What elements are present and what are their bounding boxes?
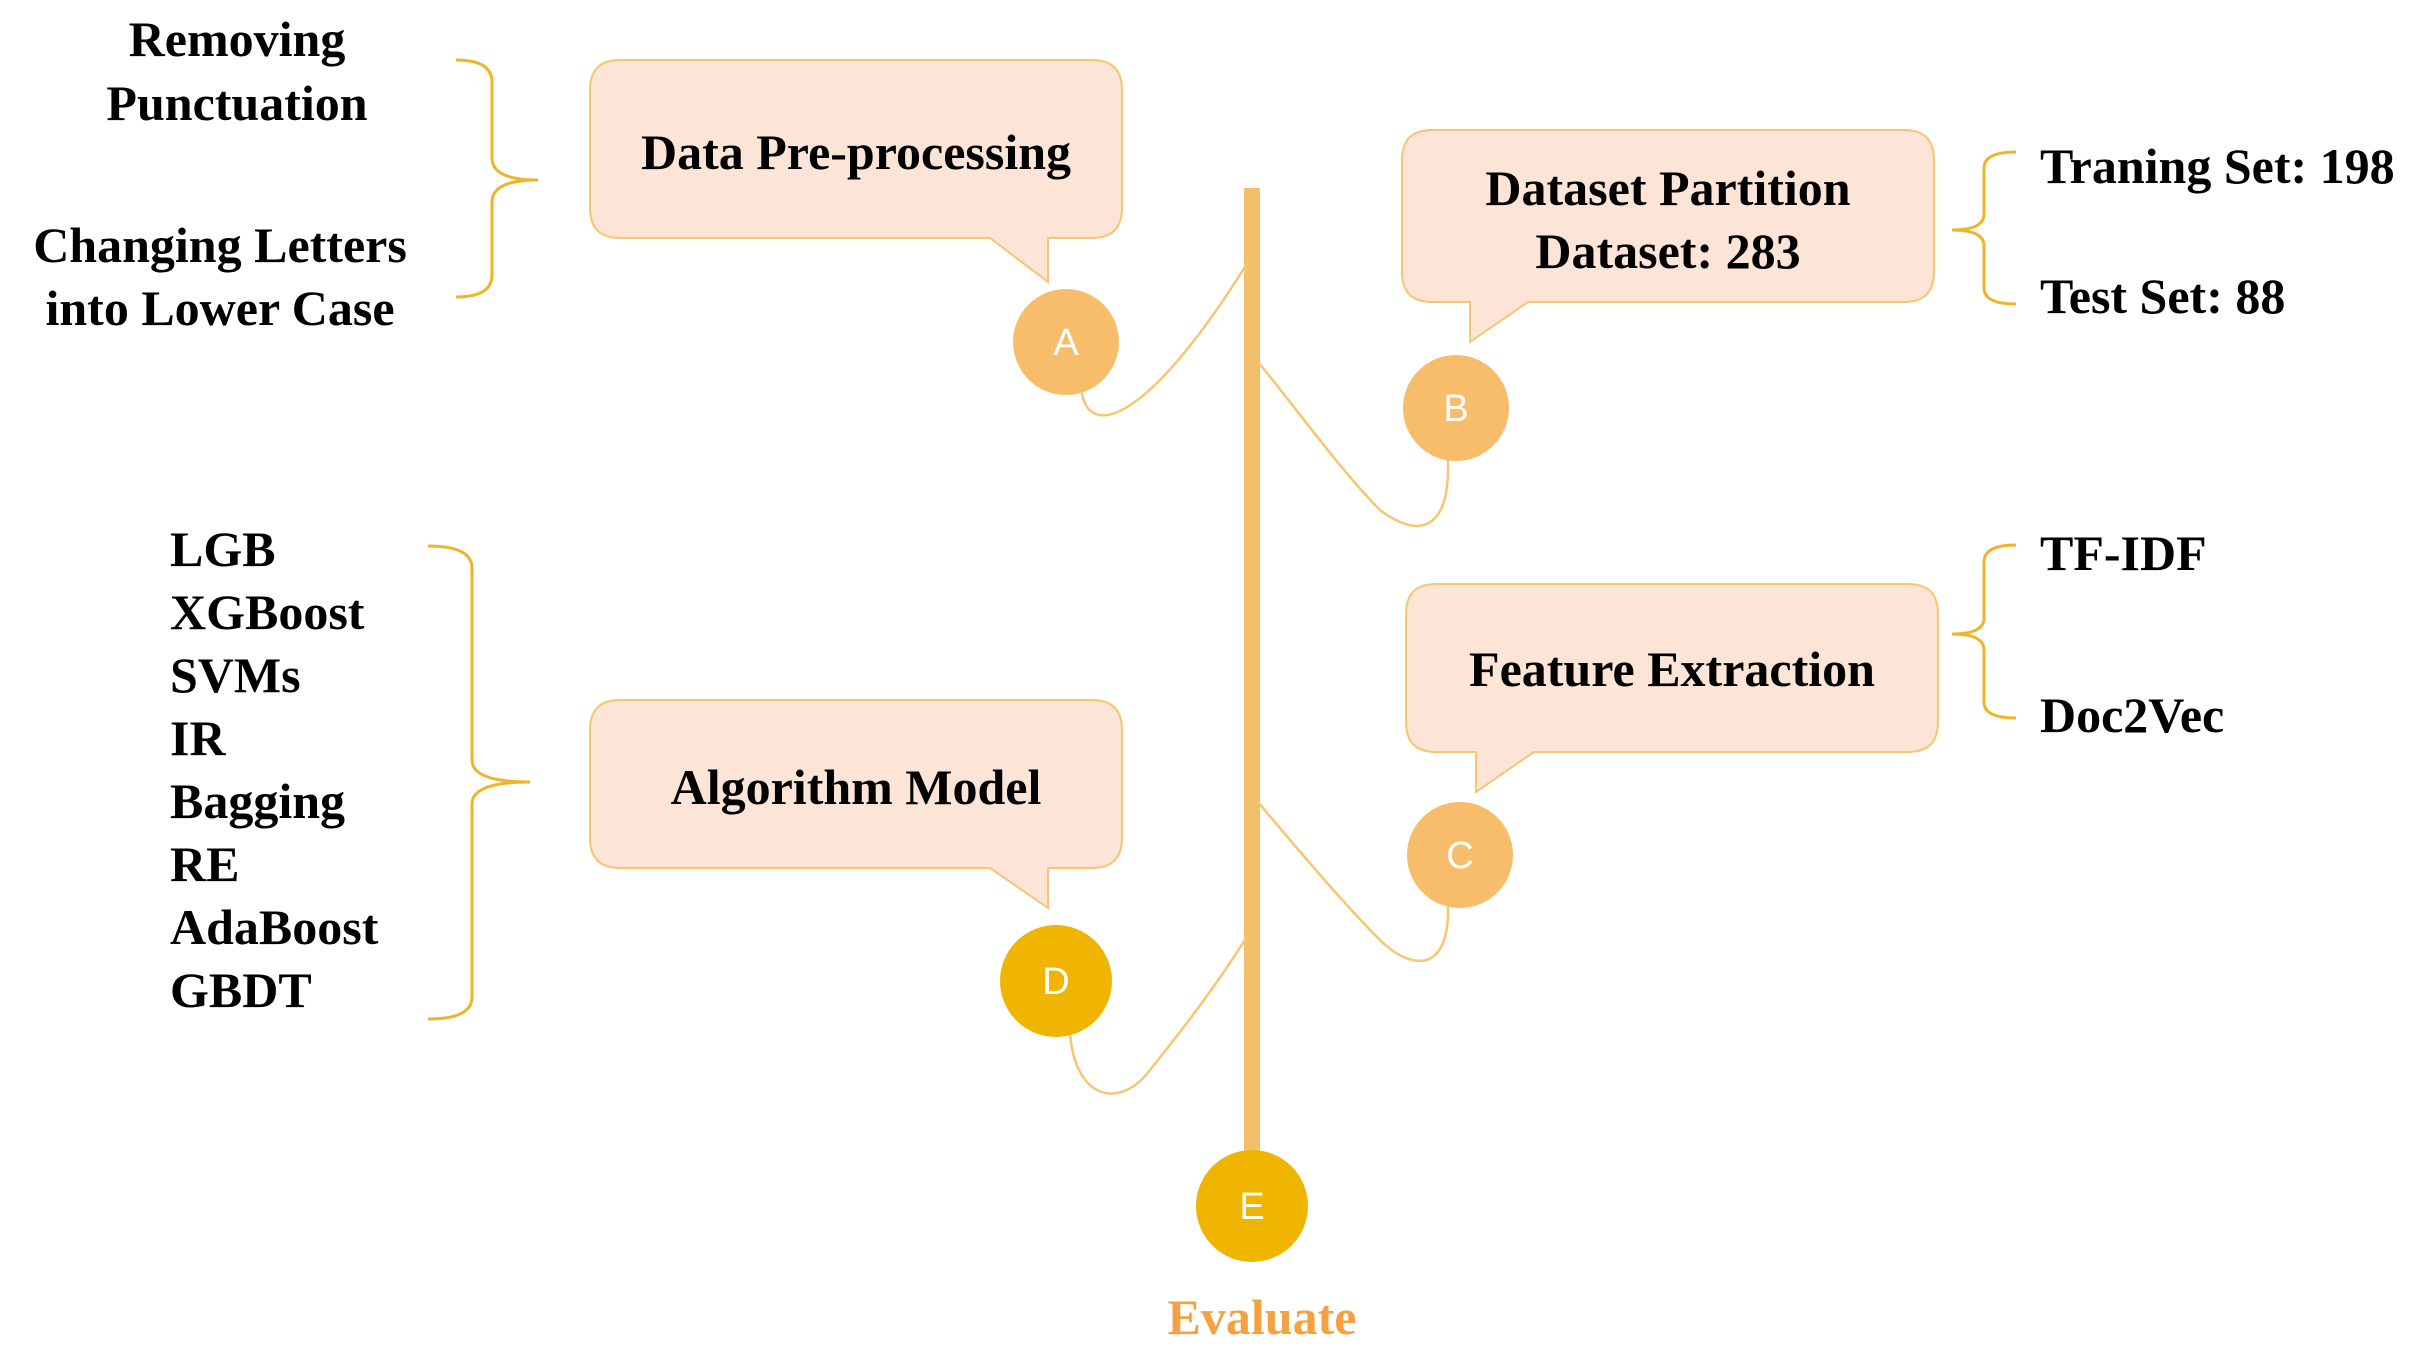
list-item: IR (170, 710, 226, 766)
list-item: Bagging (170, 773, 345, 829)
list-item: Test Set: 88 (2040, 268, 2285, 324)
bracket-d (427, 544, 531, 1021)
node-b: B (1403, 355, 1509, 461)
list-item: Doc2Vec (2040, 687, 2224, 743)
bubble-a-title: Data Pre-processing (641, 124, 1071, 180)
list-item: TF-IDF (2040, 525, 2207, 581)
connector-d (1068, 934, 1250, 1095)
node-b-letter: B (1443, 388, 1468, 430)
bubble-b-title: Dataset Partition (1485, 160, 1850, 216)
main-trunk (1244, 188, 1260, 1200)
node-c: C (1407, 802, 1513, 908)
node-d-letter: D (1042, 961, 1069, 1003)
connector-c (1257, 801, 1450, 962)
connector-b (1257, 361, 1450, 527)
bracket-b (1951, 150, 2017, 306)
bubble-d-title: Algorithm Model (671, 759, 1042, 815)
list-dataset-sets: Traning Set: 198 Test Set: 88 (2040, 138, 2395, 324)
evaluate-label: Evaluate (1168, 1289, 1357, 1345)
node-d: D (1000, 925, 1112, 1037)
list-item: into Lower Case (45, 280, 394, 336)
node-a-letter: A (1053, 322, 1079, 364)
list-item: Punctuation (106, 75, 367, 131)
bubble-feature-extraction: Feature Extraction (1405, 583, 1939, 794)
list-feature-methods: TF-IDF Doc2Vec (2040, 525, 2224, 743)
node-e: E (1196, 1150, 1308, 1262)
bracket-a (455, 58, 539, 299)
bubble-data-preprocessing: Data Pre-processing (589, 59, 1123, 285)
node-c-letter: C (1446, 835, 1473, 877)
list-algorithms: LGB XGBoost SVMs IR Bagging RE AdaBoost … (170, 521, 379, 1018)
list-item: AdaBoost (170, 899, 379, 955)
list-item: GBDT (170, 962, 312, 1018)
node-e-letter: E (1239, 1186, 1264, 1228)
list-item: SVMs (170, 647, 301, 703)
list-item: Traning Set: 198 (2040, 138, 2395, 194)
bubble-c-title: Feature Extraction (1469, 641, 1875, 697)
bracket-c (1951, 543, 2017, 720)
bubble-algorithm-model: Algorithm Model (589, 699, 1123, 910)
connector-a (1080, 261, 1250, 417)
bubble-dataset-partition: Dataset Partition Dataset: 283 (1401, 129, 1935, 344)
list-item: Removing (129, 11, 346, 67)
node-a: A (1013, 289, 1119, 395)
list-item: XGBoost (170, 584, 365, 640)
list-item: RE (170, 836, 239, 892)
list-preprocessing-steps: Removing Punctuation Changing Letters in… (33, 11, 407, 336)
list-item: LGB (170, 521, 276, 577)
bubble-b-subtitle: Dataset: 283 (1535, 223, 1800, 279)
list-item: Changing Letters (33, 217, 407, 273)
